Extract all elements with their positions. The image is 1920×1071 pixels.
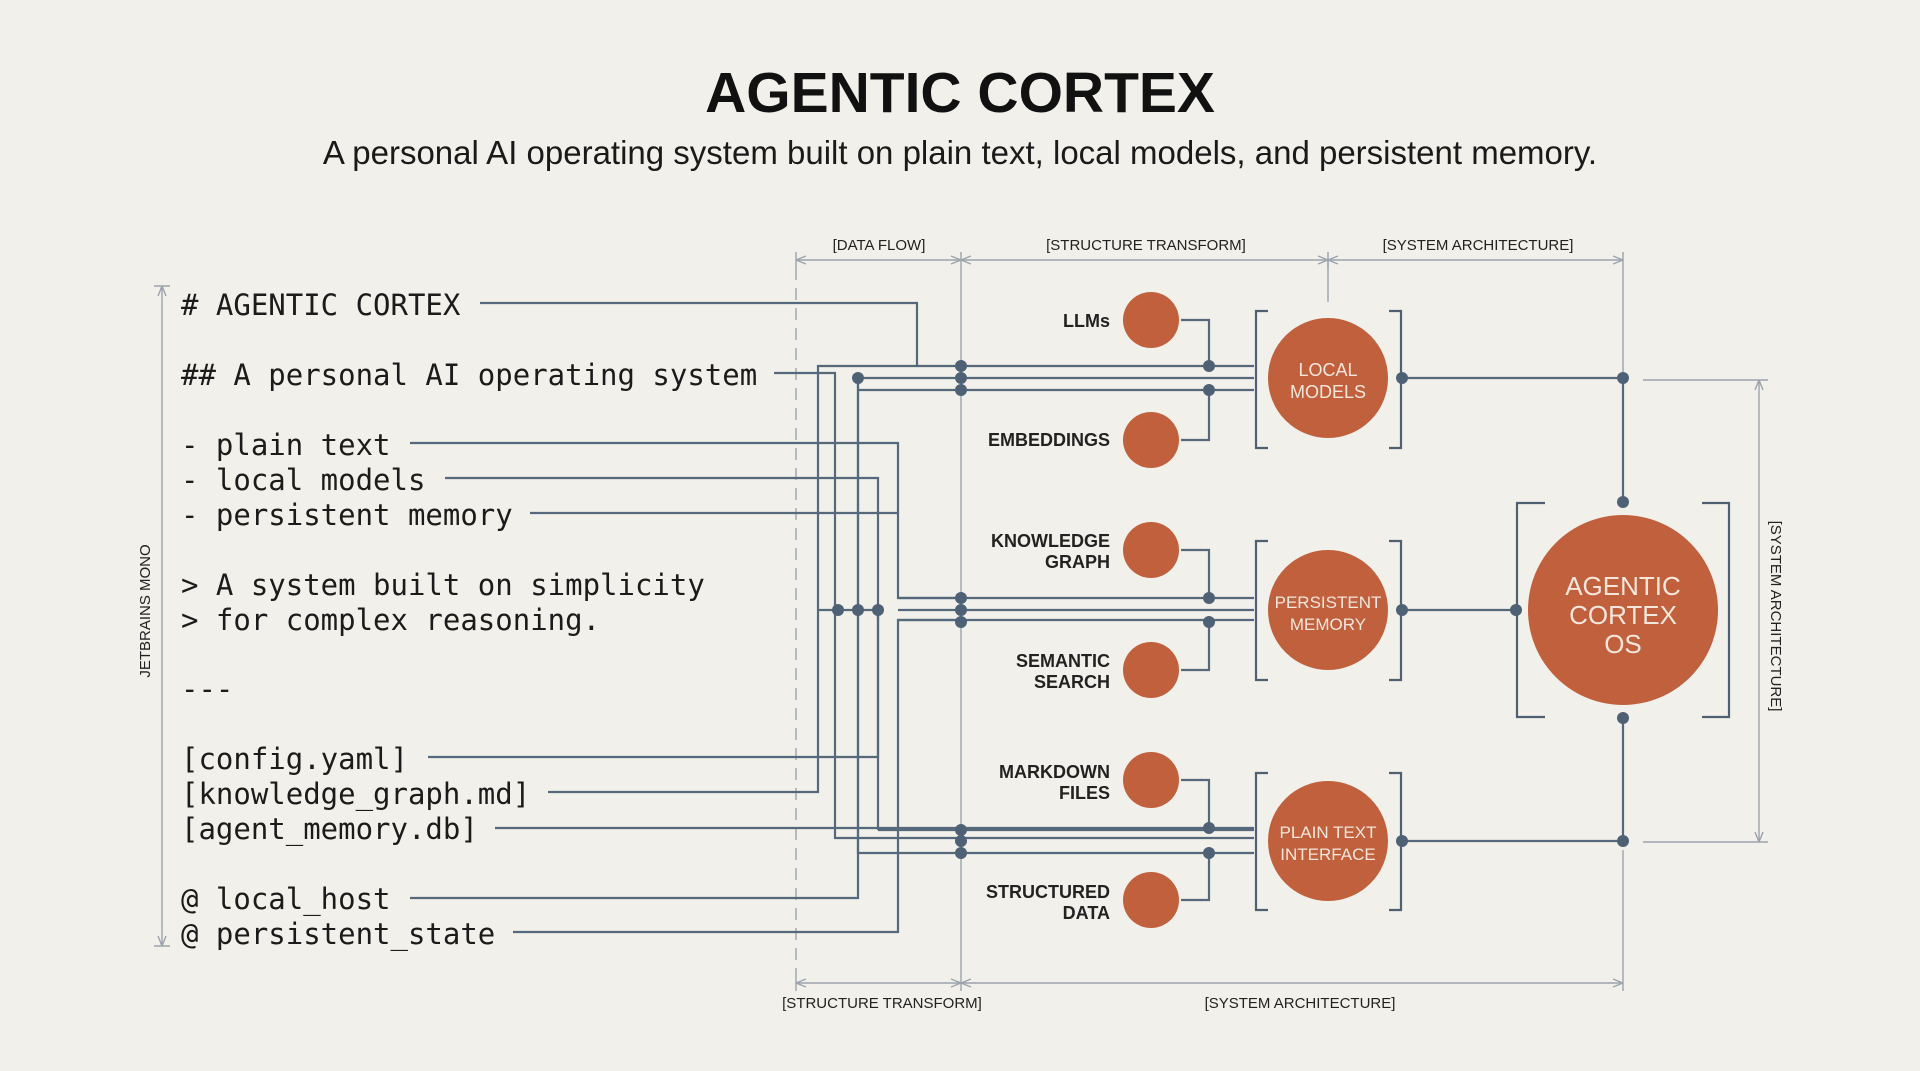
svg-text:LOCAL: LOCAL xyxy=(1298,360,1357,380)
input-node-llms: LLMs xyxy=(1063,292,1179,348)
code-line-file: [config.yaml] xyxy=(181,742,408,776)
svg-text:SEARCH: SEARCH xyxy=(1034,672,1110,692)
svg-text:MARKDOWN: MARKDOWN xyxy=(999,762,1110,782)
dim-label-bottom-structure: [STRUCTURE TRANSFORM] xyxy=(782,995,982,1012)
svg-text:LLMs: LLMs xyxy=(1063,311,1110,331)
code-line-annotation: @ local_host xyxy=(181,882,391,917)
code-line-annotation: @ persistent_state xyxy=(181,917,495,952)
input-node-embeddings: EMBEDDINGS xyxy=(988,412,1179,468)
input-node-semantic-search: SEMANTIC SEARCH xyxy=(1016,642,1179,698)
code-line-file: [knowledge_graph.md] xyxy=(181,777,530,812)
input-node-markdown-files: MARKDOWN FILES xyxy=(999,752,1179,808)
code-line-bullet: - plain text xyxy=(181,428,391,462)
code-line-quote: > for complex reasoning. xyxy=(181,603,600,637)
brackets xyxy=(1254,309,1731,912)
svg-text:EMBEDDINGS: EMBEDDINGS xyxy=(988,430,1110,450)
dim-label-data-flow: [DATA FLOW] xyxy=(833,237,926,254)
svg-text:FILES: FILES xyxy=(1059,783,1110,803)
svg-text:INTERFACE: INTERFACE xyxy=(1280,845,1375,864)
markdown-source: # AGENTIC CORTEX ## A personal AI operat… xyxy=(181,288,757,952)
side-label-font: JETBRAINS MONO xyxy=(137,544,154,677)
code-line-quote: > A system built on simplicity xyxy=(181,568,705,602)
page-subtitle: A personal AI operating system built on … xyxy=(322,134,1598,171)
dim-label-right-system: [SYSTEM ARCHITECTURE] xyxy=(1767,521,1784,712)
dim-label-system-architecture: [SYSTEM ARCHITECTURE] xyxy=(1383,237,1574,254)
code-line-bullet: - persistent memory xyxy=(181,498,513,532)
dim-label-bottom-system: [SYSTEM ARCHITECTURE] xyxy=(1205,995,1396,1012)
code-line-rule: --- xyxy=(181,672,233,706)
svg-text:DATA: DATA xyxy=(1063,903,1110,923)
svg-text:PERSISTENT: PERSISTENT xyxy=(1275,593,1382,612)
svg-text:MEMORY: MEMORY xyxy=(1290,615,1366,634)
core-node-agentic-cortex-os: AGENTIC CORTEX OS xyxy=(1528,515,1718,705)
svg-text:MODELS: MODELS xyxy=(1290,382,1366,402)
module-persistent-memory: PERSISTENT MEMORY xyxy=(1268,550,1388,670)
junction-dots xyxy=(832,360,1629,859)
code-line-title: # AGENTIC CORTEX xyxy=(181,288,461,322)
code-line-bullet: - local models xyxy=(181,463,425,497)
page-title: AGENTIC CORTEX xyxy=(705,61,1215,125)
input-node-knowledge-graph: KNOWLEDGE GRAPH xyxy=(991,522,1179,578)
svg-text:KNOWLEDGE: KNOWLEDGE xyxy=(991,531,1110,551)
svg-text:SEMANTIC: SEMANTIC xyxy=(1016,651,1110,671)
code-line-subtitle: ## A personal AI operating system xyxy=(181,358,757,392)
svg-text:AGENTIC: AGENTIC xyxy=(1565,571,1681,601)
svg-text:STRUCTURED: STRUCTURED xyxy=(986,882,1110,902)
input-connectors xyxy=(1181,318,1211,902)
module-plain-text-interface: PLAIN TEXT INTERFACE xyxy=(1268,781,1388,901)
svg-text:CORTEX: CORTEX xyxy=(1569,600,1677,630)
input-node-structured-data: STRUCTURED DATA xyxy=(986,872,1179,928)
dim-label-structure-transform: [STRUCTURE TRANSFORM] xyxy=(1046,237,1246,254)
module-local-models: LOCAL MODELS xyxy=(1268,318,1388,438)
code-line-file: [agent_memory.db] xyxy=(181,812,478,847)
svg-text:OS: OS xyxy=(1604,629,1642,659)
svg-text:GRAPH: GRAPH xyxy=(1045,552,1110,572)
svg-text:PLAIN TEXT: PLAIN TEXT xyxy=(1280,823,1377,842)
